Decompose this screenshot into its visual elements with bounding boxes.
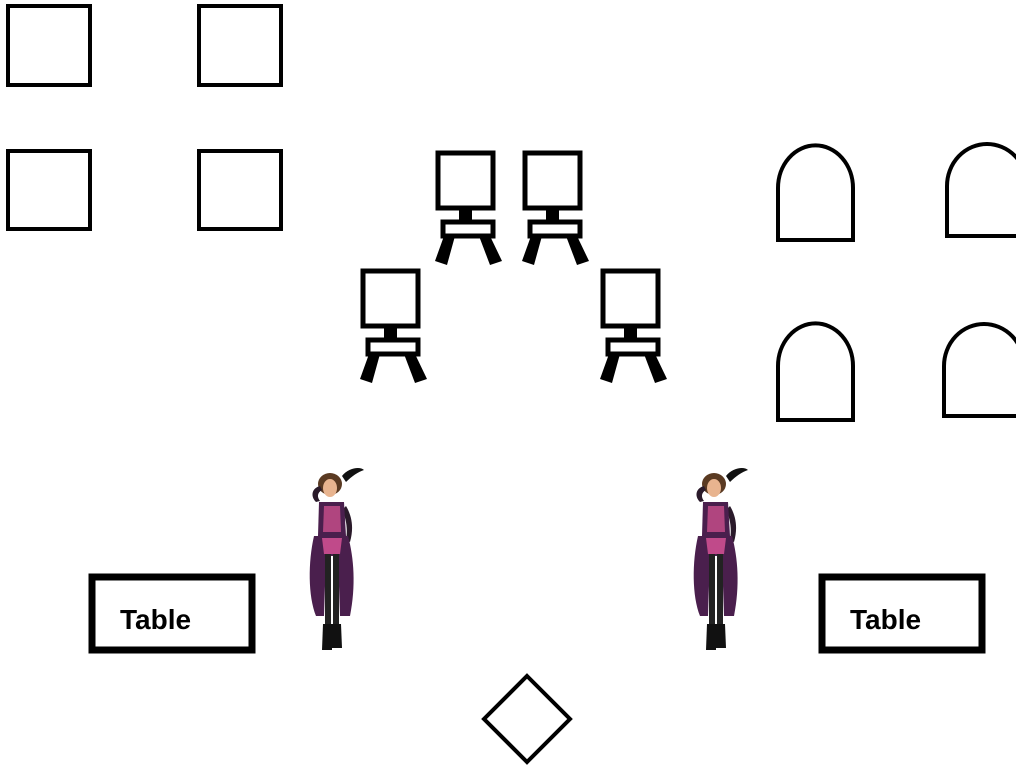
arch-marker: [947, 144, 1016, 236]
chair-icon: [435, 153, 502, 265]
chair-icon: [522, 153, 589, 265]
table-left: Table: [92, 577, 252, 650]
square-marker: [8, 151, 90, 229]
table-label: Table: [120, 604, 191, 635]
square-marker: [8, 6, 90, 85]
diamond-marker: [484, 676, 570, 762]
arch-marker: [778, 323, 853, 420]
dancer-figure: [310, 468, 364, 650]
chair-icon: [360, 271, 427, 383]
table-label: Table: [850, 604, 921, 635]
chair-icon: [600, 271, 667, 383]
arch-marker: [944, 324, 1016, 416]
square-marker: [199, 151, 281, 229]
dancer-figure: [694, 468, 748, 650]
table-right: Table: [822, 577, 982, 650]
square-marker: [199, 6, 281, 85]
arch-marker: [778, 145, 853, 240]
